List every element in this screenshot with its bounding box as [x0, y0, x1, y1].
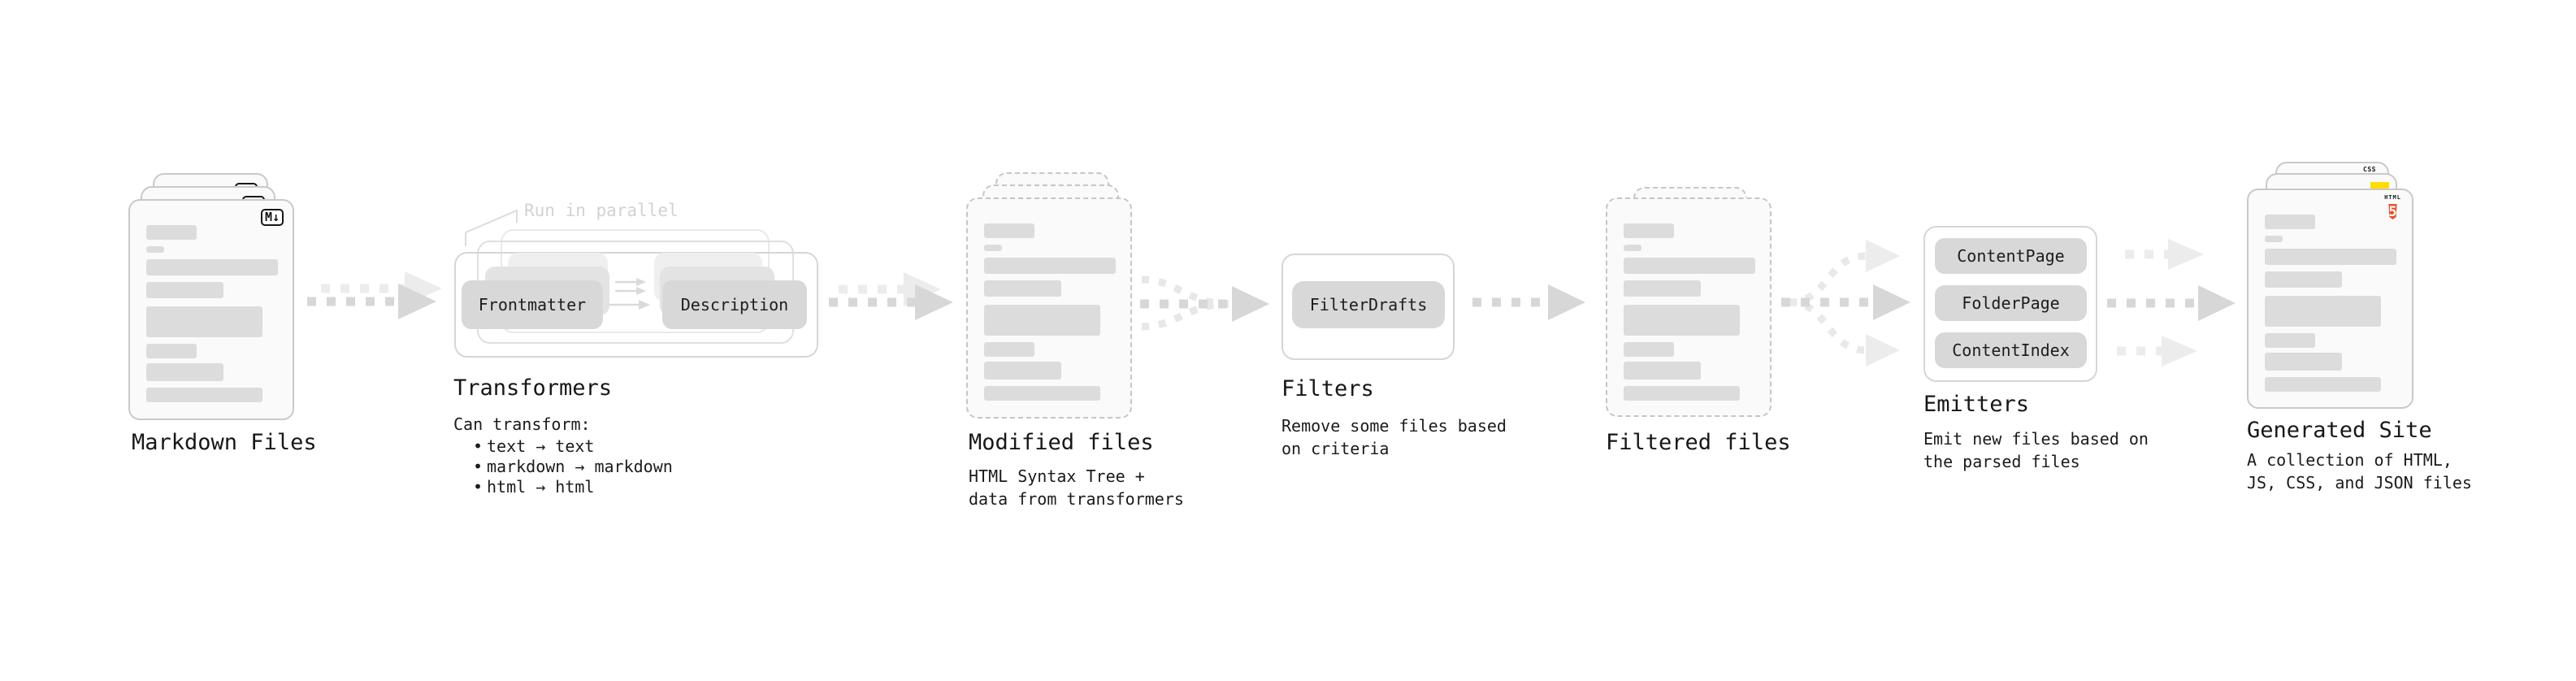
stage-title-emitters: Emitters [1923, 392, 2030, 417]
emitter-node-folderpage: FolderPage [1935, 285, 2087, 321]
parallel-arrows-emitters-to-generated [2107, 239, 2236, 367]
text-line-placeholder [1624, 386, 1740, 401]
markdown-file-card: M↓ [128, 199, 294, 420]
emitter-node-contentindex: ContentIndex [1935, 332, 2087, 368]
transformer-node-description: Description [662, 280, 807, 329]
text-line-placeholder [984, 280, 1061, 297]
text-line-placeholder [146, 306, 262, 337]
text-line-placeholder [2265, 377, 2381, 392]
emitter-node-contentpage: ContentPage [1935, 238, 2087, 274]
transformer-layer-outline [454, 252, 818, 358]
html5-logo-icon: HTML 5 [2384, 194, 2401, 220]
javascript-file-icon [2370, 182, 2389, 191]
text-line-placeholder [1624, 305, 1740, 336]
bullet-item: •text → text [473, 436, 595, 456]
text-line-placeholder [984, 245, 1002, 251]
stage-title-modified-files: Modified files [969, 430, 1154, 455]
generated-html-file-card: HTML 5 [2247, 189, 2413, 409]
text-line-placeholder [984, 258, 1116, 274]
text-line-placeholder [1624, 258, 1755, 274]
run-in-parallel-annotation: Run in parallel [524, 201, 679, 220]
text-line-placeholder [146, 282, 223, 298]
text-line-placeholder [1624, 280, 1701, 297]
text-line-placeholder [984, 305, 1100, 336]
text-line-placeholder [146, 344, 197, 358]
filter-node-filterdrafts: FilterDrafts [1292, 281, 1445, 328]
stage-title-markdown-files: Markdown Files [132, 430, 317, 455]
flow-arrow-filters-to-filtered [1472, 284, 1585, 320]
bullet-icon: • [473, 436, 484, 456]
text-line-placeholder [2265, 353, 2342, 371]
filters-container-outline [1281, 254, 1455, 360]
filtered-file-card [1606, 197, 1772, 417]
bullet-item: •markdown → markdown [473, 457, 673, 476]
emitters-caption: Emit new files based on the parsed files [1923, 429, 2149, 471]
bullet-item: •html → html [473, 477, 595, 497]
text-line-placeholder [146, 246, 164, 253]
text-line-placeholder [984, 223, 1034, 238]
generated-site-caption: A collection of HTML, JS, CSS, and JSON … [2247, 450, 2472, 492]
text-line-placeholder [1624, 245, 1641, 251]
transformers-caption: Can transform: [453, 414, 591, 434]
bullet-icon: • [473, 457, 484, 476]
text-line-placeholder [984, 342, 1034, 357]
text-line-placeholder [146, 363, 223, 381]
split-arrow-filtered-to-emitters [1781, 240, 1910, 367]
text-line-placeholder [2265, 271, 2342, 288]
text-line-placeholder [2265, 296, 2381, 327]
filters-caption: Remove some files based on criteria [1281, 416, 1507, 458]
text-line-placeholder [2265, 249, 2396, 265]
flow-arrow-transformers-to-modified [829, 272, 953, 320]
text-line-placeholder [1624, 223, 1674, 238]
stage-title-filtered-files: Filtered files [1606, 430, 1791, 455]
text-line-placeholder [1624, 362, 1701, 380]
modified-files-caption: HTML Syntax Tree + data from transformer… [969, 466, 1184, 509]
markdown-icon: M↓ [260, 209, 284, 226]
transformers-bullet-list: •text → text •markdown → markdown •html … [453, 436, 673, 497]
bullet-icon: • [473, 477, 484, 497]
flow-arrow-markdown-to-transformers [307, 271, 442, 319]
text-line-placeholder [2265, 333, 2315, 348]
modified-file-card [966, 197, 1132, 419]
stage-title-generated-site: Generated Site [2247, 418, 2432, 443]
transformer-node-frontmatter: Frontmatter [462, 280, 603, 329]
text-line-placeholder [146, 388, 262, 402]
text-line-placeholder [1624, 342, 1674, 357]
text-line-placeholder [2265, 215, 2315, 229]
text-line-placeholder [984, 362, 1061, 380]
stage-title-filters: Filters [1281, 376, 1374, 401]
text-line-placeholder [146, 259, 278, 275]
stage-title-transformers: Transformers [453, 375, 613, 401]
emitters-container-outline [1923, 226, 2097, 382]
text-line-placeholder [146, 225, 197, 240]
text-line-placeholder [2265, 236, 2283, 242]
merge-arrow-modified-to-filters [1140, 275, 1269, 331]
text-line-placeholder [984, 386, 1100, 401]
